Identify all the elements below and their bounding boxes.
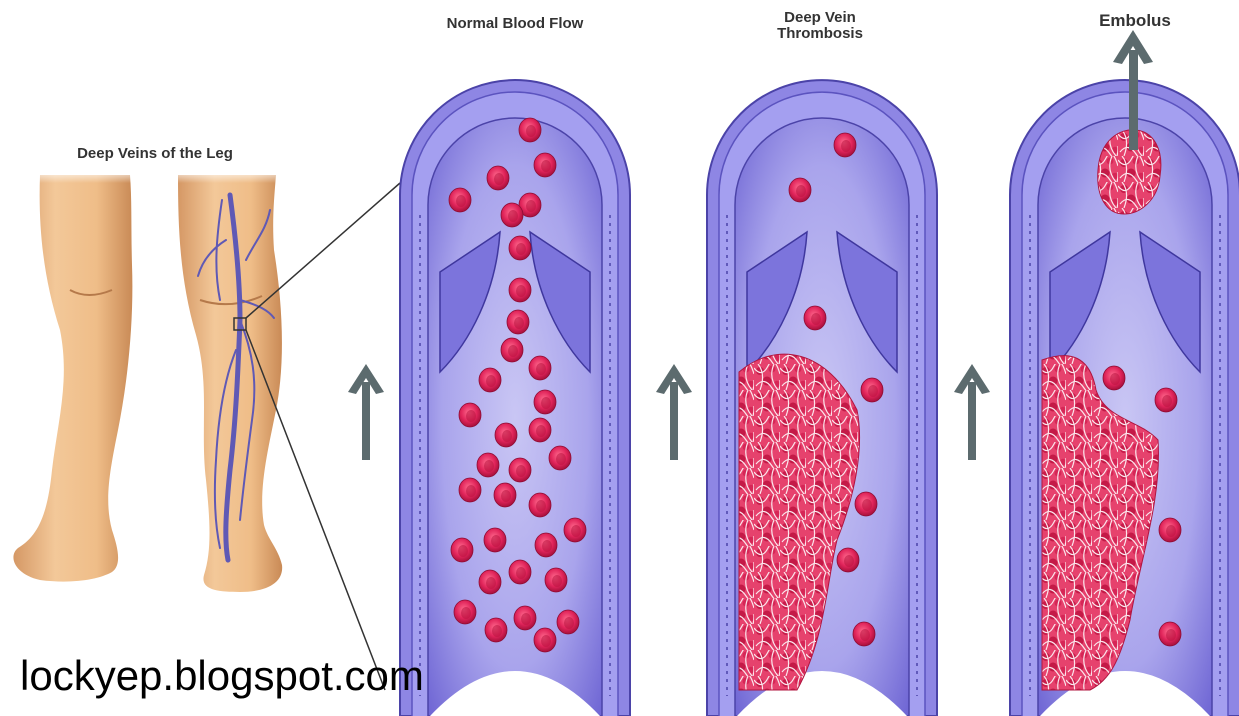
left-leg (13, 175, 132, 582)
embolus-panel (1010, 80, 1239, 716)
leg-title: Deep Veins of the Leg (20, 146, 290, 162)
embolus-title: Embolus (1060, 12, 1210, 30)
up-arrow-icon (348, 364, 384, 460)
normal-flow-panel (400, 80, 630, 716)
normal-flow-title: Normal Blood Flow (400, 16, 630, 32)
dvt-title-line1: Deep Vein (720, 10, 920, 26)
up-arrow-icon (656, 364, 692, 460)
legs-illustration (13, 168, 400, 690)
dvt-title: Deep Vein Thrombosis (720, 10, 920, 42)
dvt-panel (707, 80, 937, 716)
up-arrow-icon (954, 364, 990, 460)
dvt-title-line2: Thrombosis (720, 26, 920, 42)
watermark: lockyep.blogspot.com (20, 655, 424, 697)
